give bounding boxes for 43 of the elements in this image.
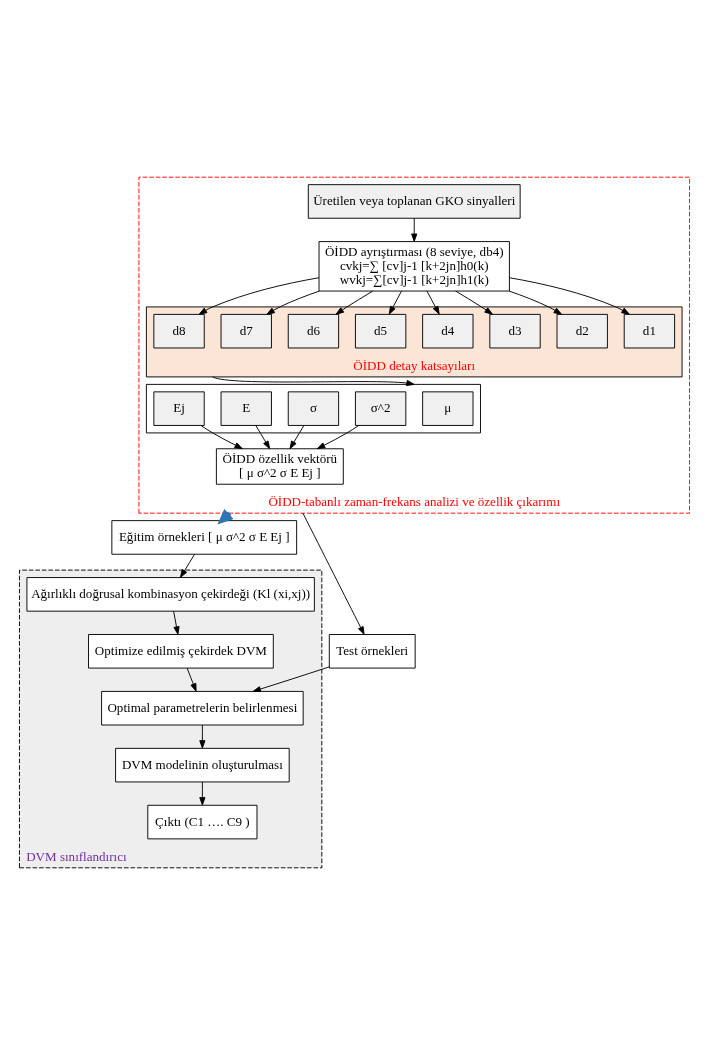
node-box: d2 (556, 313, 608, 348)
node-box: Optimize edilmiş çekirdek DVM (88, 633, 274, 669)
node-box: σ^2 (354, 390, 407, 426)
node-box: d3 (489, 313, 541, 348)
arrow (198, 276, 320, 315)
node-box: Eğitim örnekleri [ μ σ^2 σ E Ej ] (111, 519, 298, 555)
node-box: DVM modelinin oluşturulması (115, 747, 290, 782)
node-box: d1 (623, 313, 676, 348)
arrow (508, 290, 562, 315)
arrow (289, 424, 305, 449)
arrow (173, 610, 180, 635)
arrow (186, 667, 197, 692)
node-box: E (220, 390, 272, 426)
node-box: Ağırlıklı doğrusal kombinasyon çekirdeği (Kl (xi,xj)) (26, 576, 315, 612)
node-box: σ (287, 390, 340, 426)
node-box: d4 (422, 313, 474, 348)
arrow (411, 217, 418, 242)
arrow (316, 424, 359, 449)
arrow (255, 424, 271, 449)
node-box: ÖİDD özellik vektörü [ μ σ^2 σ E Ej ] (215, 447, 344, 485)
arrow (388, 290, 402, 314)
arrow (509, 276, 630, 315)
arrow (199, 724, 206, 749)
arrow (335, 290, 374, 315)
arrow (252, 665, 330, 692)
node-box: d6 (287, 313, 340, 348)
node-box: μ (422, 390, 474, 426)
node-box: Optimal parametrelerin belirlenmesi (101, 690, 304, 725)
node-box: ÖİDD ayrıştırması (8 seviye, db4) cvkj=∑ [cv]j-1 [k+2jn]h0(k) wvkj=∑[cv]j-1 [k+2jn]h1(k) (318, 240, 510, 291)
node-box: d7 (220, 313, 272, 348)
node-box: Test örnekleri (328, 633, 416, 669)
node-box: Çıktı (C1 …. C9 ) (147, 804, 258, 839)
node-box: d5 (354, 313, 407, 348)
arrow (266, 290, 320, 315)
node-box: Ej (153, 390, 205, 426)
node-box: d8 (153, 313, 205, 348)
node-box: Üretilen veya toplanan GKO sinyalleri (307, 183, 521, 219)
cluster (145, 383, 481, 433)
arrow (200, 424, 243, 449)
arrow (426, 290, 440, 314)
arrow (199, 781, 206, 806)
arrow (455, 290, 493, 315)
arrow (180, 553, 195, 578)
